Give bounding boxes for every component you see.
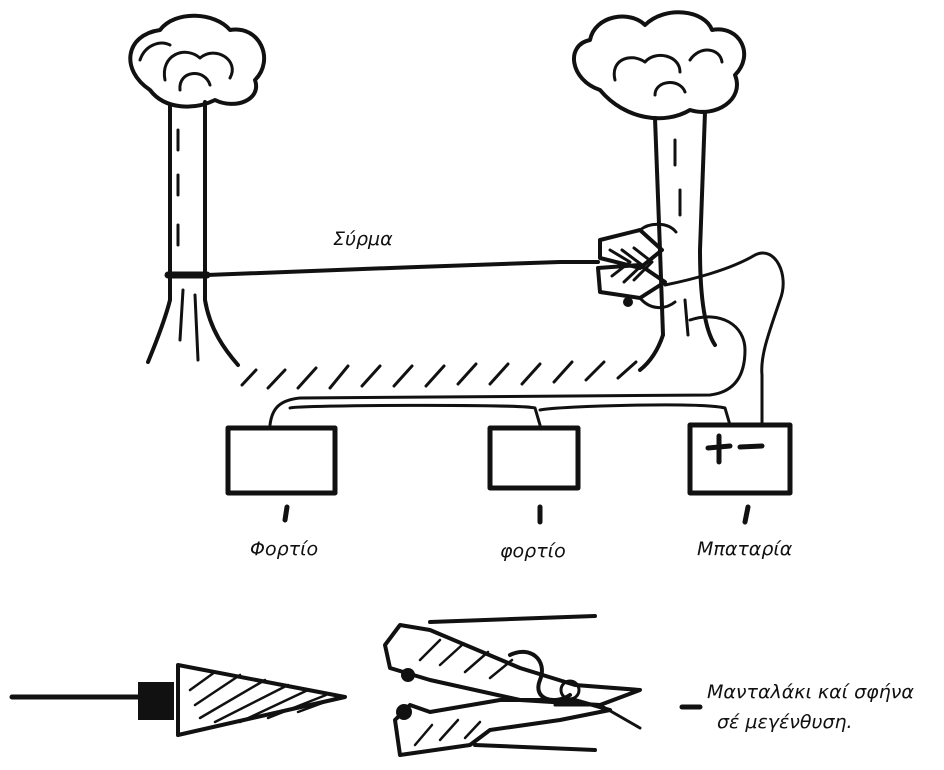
ground-hatching [242,362,636,388]
pointer-battery [745,507,748,522]
load-box-left [228,428,335,493]
clothespin-detail [385,616,700,755]
tripwire [207,262,598,275]
left-tree-canopy [130,16,264,107]
right-tree-canopy [574,12,744,118]
detail-label-line2: σέ μεγένθυση. [717,711,853,733]
load-middle-label: φορτίο [500,540,566,562]
pointer-load-left [285,507,287,520]
clothespin-contact [623,297,633,307]
left-tree-trunk-right [205,102,238,365]
battery-plus-icon [708,436,730,462]
battery-box [690,425,790,493]
left-tree [130,16,264,365]
left-tree-trunk-left [148,105,170,362]
right-tree-trunk-left [640,118,663,370]
wire-label: Σύρμα [333,228,393,250]
detail-label-line1: Μανταλάκι καί σφήνα [707,681,914,703]
clothespin-on-tree [598,224,676,307]
load-box-middle [490,428,578,488]
load-left-label: Φορτίο [250,538,318,560]
right-tree-trunk-right [700,112,715,345]
wedge-detail [12,665,345,735]
wedge-handle [138,682,174,720]
circuit-wires [270,253,783,425]
battery-label: Μπαταρία [697,538,792,560]
battery-minus-icon [740,446,762,447]
